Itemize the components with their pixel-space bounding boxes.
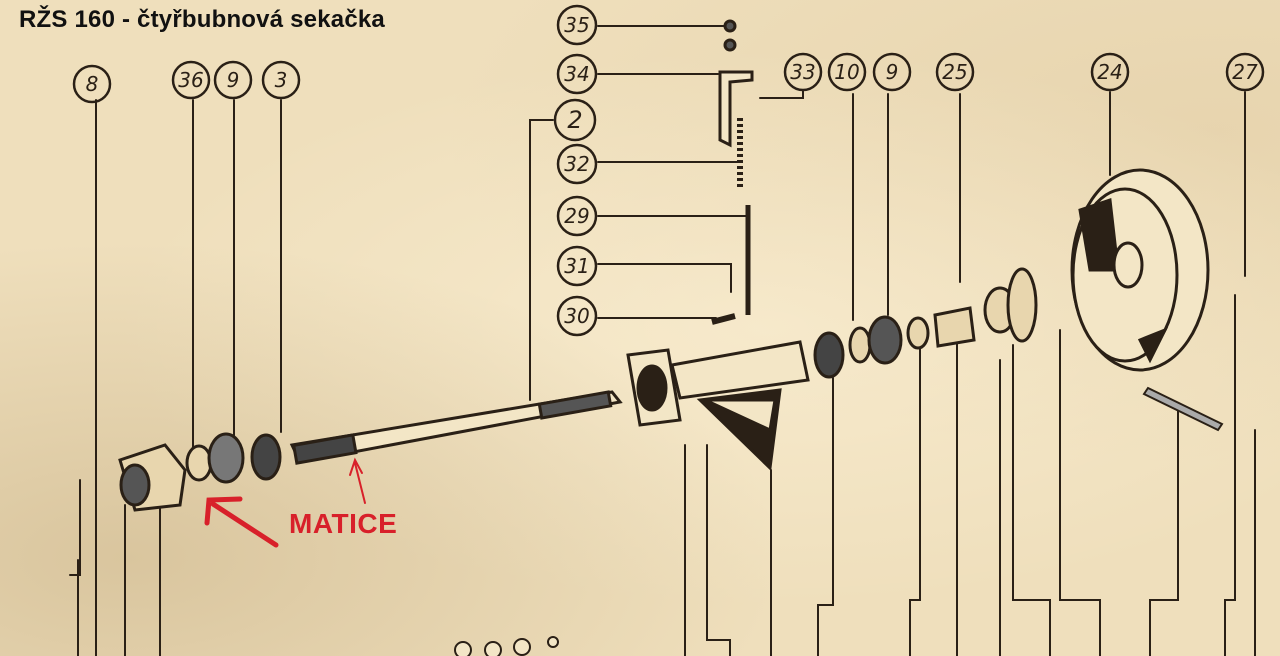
matice-annotation: MATICE [289,508,398,539]
belt-pulley [1070,168,1210,372]
callout-3 [261,60,301,100]
callout-29 [556,195,598,237]
callout-35 [556,4,598,46]
callout-27 [1225,52,1265,92]
callout-32 [556,143,598,185]
callout-label: 31 [564,254,590,278]
callout-label: 29 [564,204,590,228]
callout-label: 35 [564,13,590,37]
callout-label: 36 [178,68,204,92]
callout-33 [783,52,823,92]
leader-33 [759,89,804,99]
callout-label: 34 [564,62,590,86]
callout-label: 24 [1097,60,1123,84]
callout-31 [556,245,598,287]
callout-25 [935,52,975,92]
callout-label: 2 [567,106,583,134]
callout-label: 9 [885,60,899,84]
callout-10 [827,52,867,92]
gearbox-housing [626,340,810,472]
drive-shaft [289,390,623,465]
callout-label: 8 [85,72,99,96]
callout-9b [872,52,912,92]
callout-30 [556,295,598,337]
callout-9a [213,60,253,100]
leader-31 [597,263,732,293]
callout-34 [556,53,598,95]
callout-24 [1090,52,1130,92]
callout-label: 33 [790,60,816,84]
callout-label: 30 [564,304,590,328]
callout-label: 10 [834,60,860,84]
leader-2 [529,119,554,401]
callout-label: 9 [226,68,240,92]
matice-arrows [204,457,366,548]
callout-label: 25 [942,60,968,84]
callout-label: 3 [274,68,288,92]
coupling-housing [118,432,282,512]
callout-8 [72,64,112,104]
callout-2 [553,98,597,142]
callout-label: 27 [1232,60,1258,84]
callout-label: 32 [564,152,590,176]
bearing-group [813,267,1038,379]
key-part [1142,386,1224,432]
callout-36 [171,60,211,100]
diagram-title: RŽS 160 - čtyřbubnová sekačka [19,6,385,33]
